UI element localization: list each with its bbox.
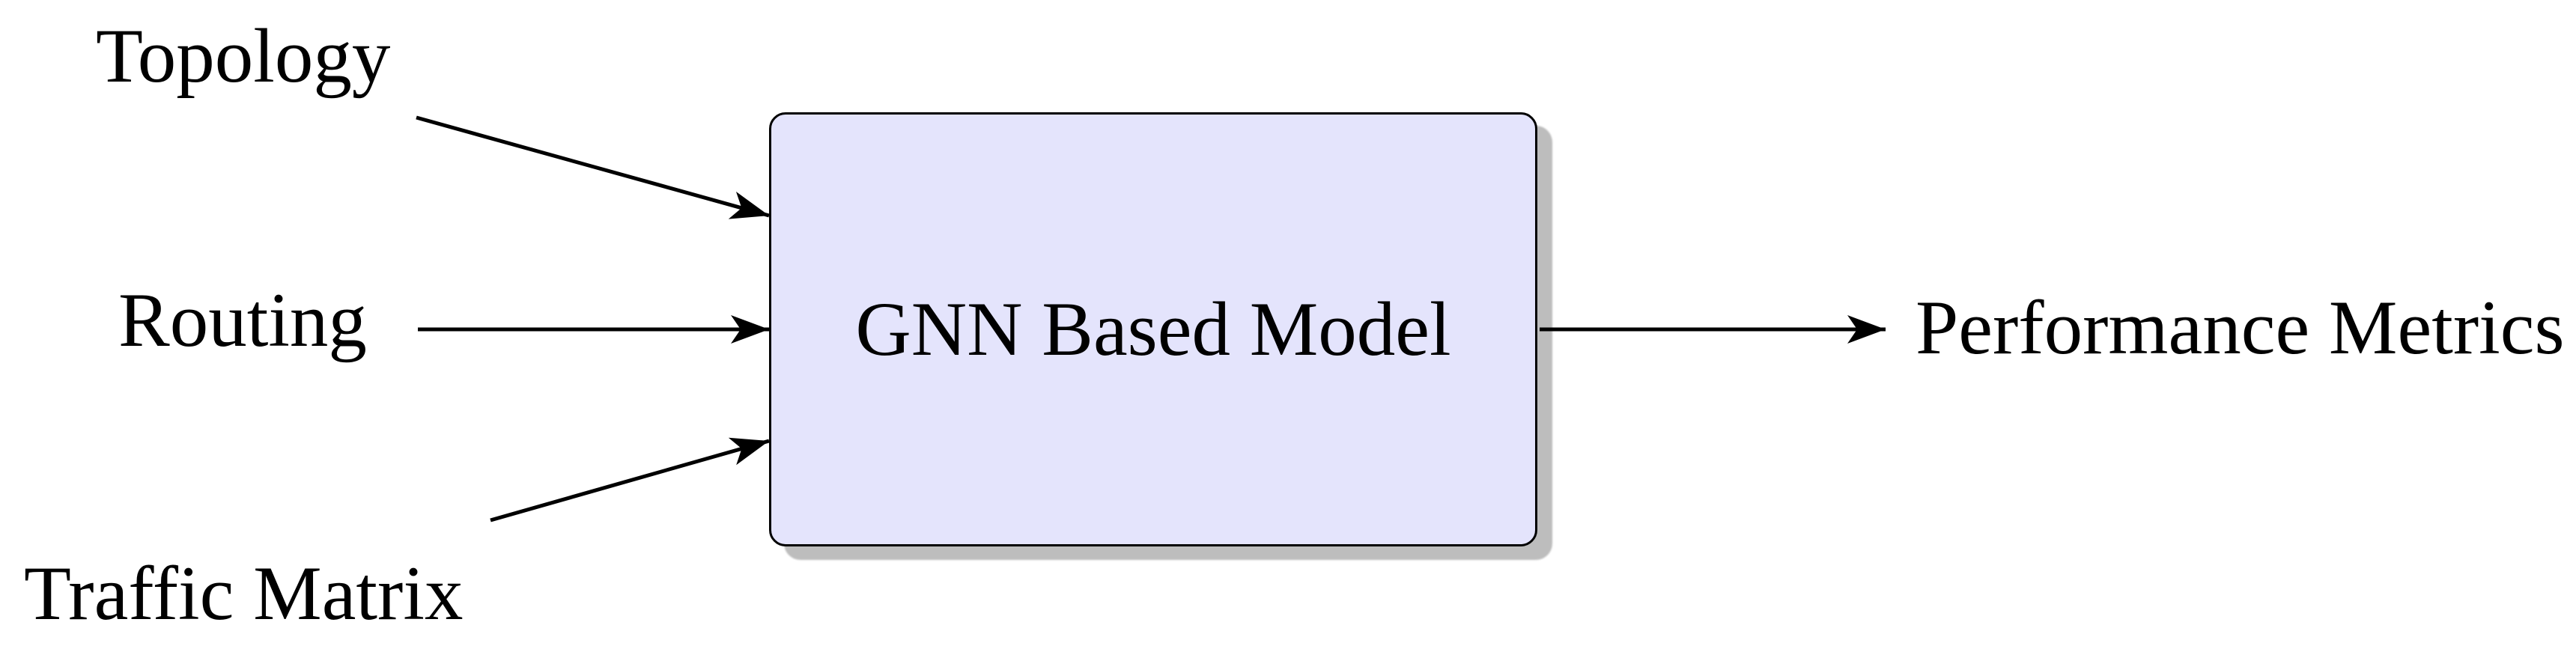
input-label-routing: Routing (118, 278, 367, 363)
input-label-traffic-matrix: Traffic Matrix (24, 551, 464, 636)
input-label-topology: Topology (96, 13, 391, 99)
topology-arrow (416, 115, 770, 219)
gnn-model-node: GNN Based Model (769, 112, 1537, 546)
traffic-matrix-arrow (490, 437, 770, 522)
output-label-performance-metrics: Performance Metrics (1916, 285, 2565, 371)
gnn-model-node-label: GNN Based Model (855, 286, 1451, 372)
